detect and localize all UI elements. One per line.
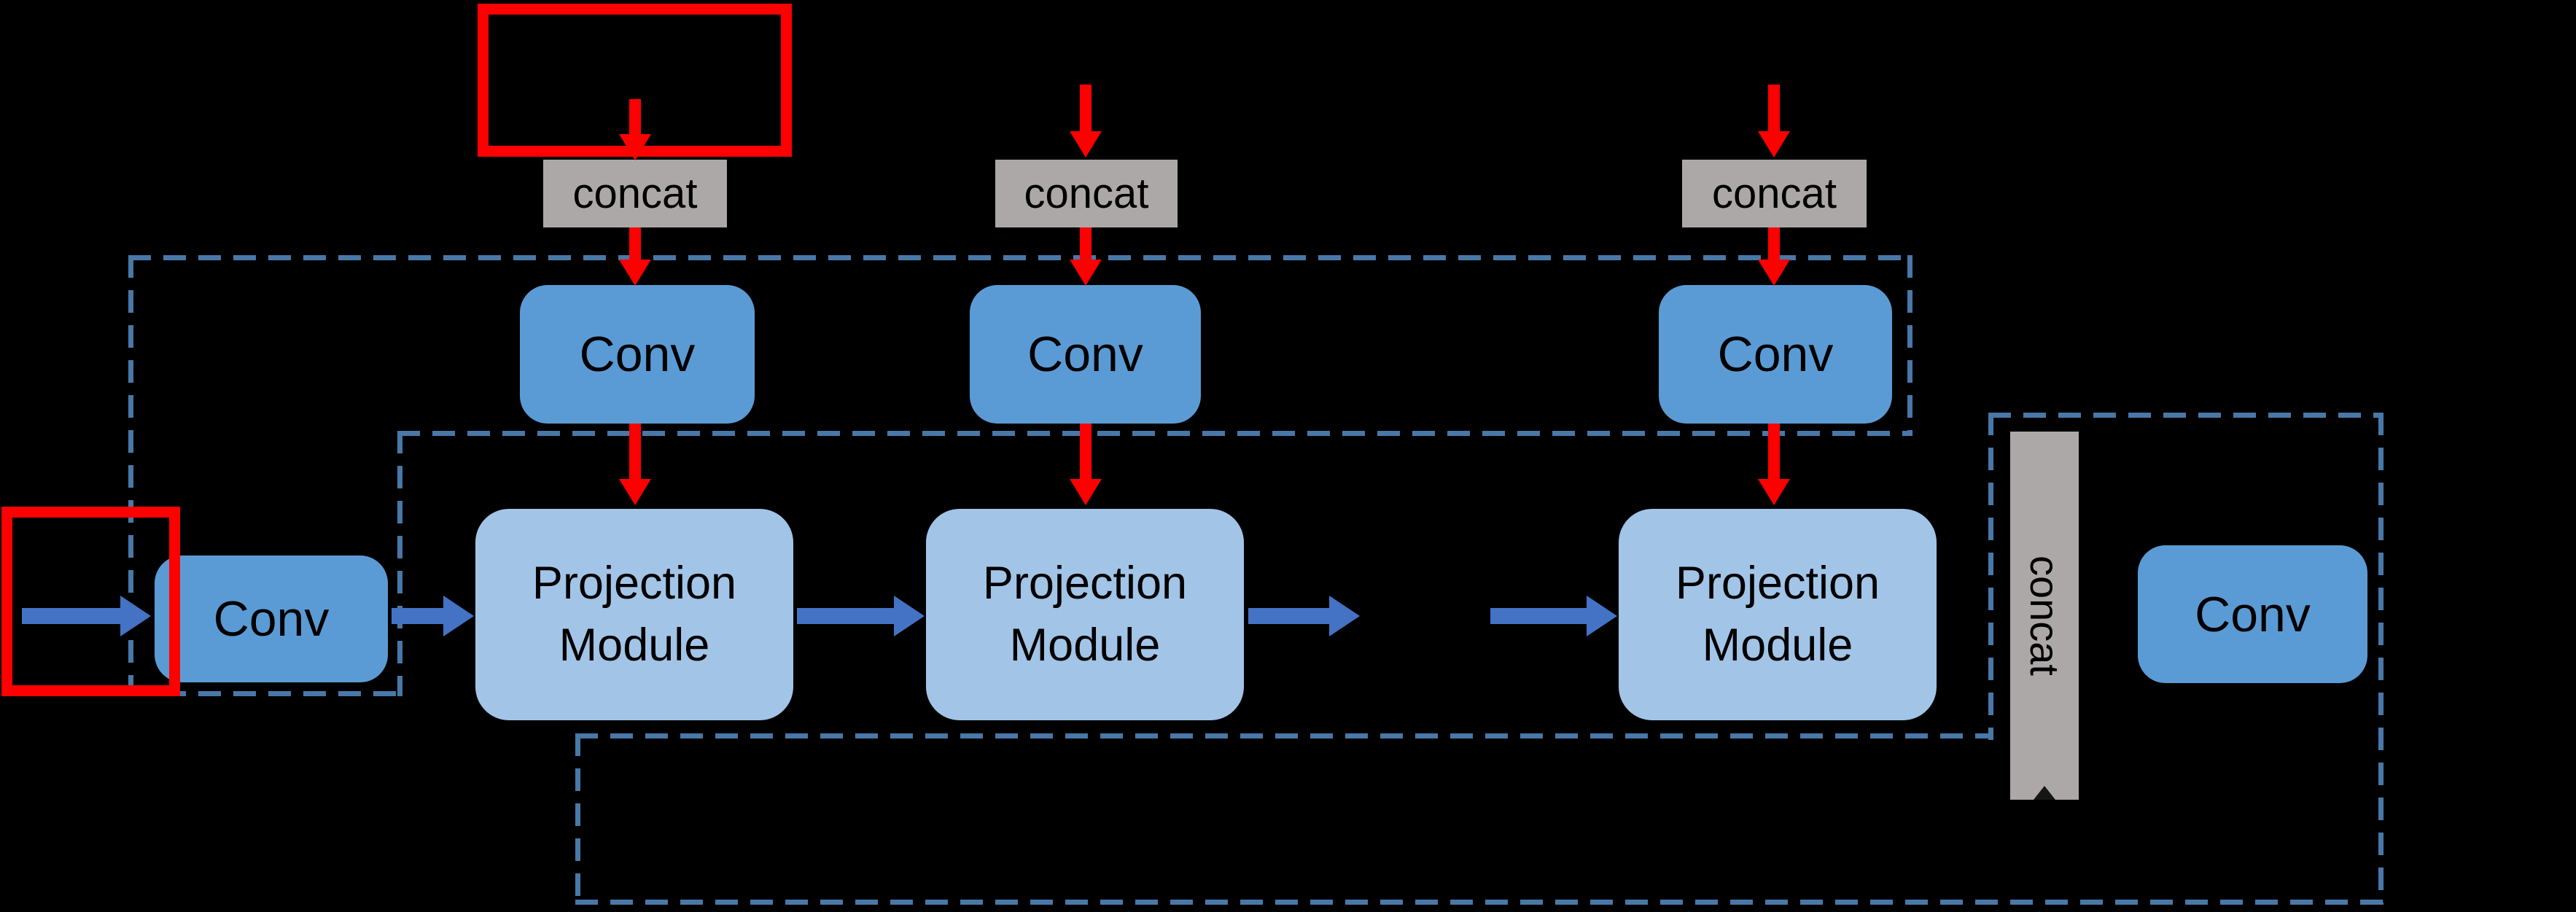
red-arrow-concat1-conv1-shaft xyxy=(629,227,641,261)
blue-arrow-pm2-out-shaft xyxy=(1248,608,1329,624)
red-arrow-conv3-pm3-shaft xyxy=(1768,424,1780,480)
red-arrow-concat3-conv3-shaft xyxy=(1768,227,1780,261)
dashed-region2-bottom-edge xyxy=(575,900,2384,905)
blue-arrow-conv-pm1-shaft xyxy=(392,608,443,624)
blue-arrow-conv-pm1-head xyxy=(443,596,474,636)
top-conv-box-1-label: Conv xyxy=(579,327,696,382)
red-arrow-input3-shaft xyxy=(1768,85,1780,133)
concat-box-2-label: concat xyxy=(1024,169,1149,217)
red-arrow-concat2-conv2-head xyxy=(1070,260,1102,286)
red-arrow-input1-head xyxy=(619,134,651,160)
red-arrow-conv1-pm1-head xyxy=(619,479,651,505)
concat-box-3-label: concat xyxy=(1712,169,1837,217)
red-arrow-conv3-pm3-head xyxy=(1758,479,1790,505)
backbone-conv-box: Conv xyxy=(155,556,388,682)
red-arrow-concat3-conv3-head xyxy=(1758,260,1790,286)
dashed-region1-step-left-edge xyxy=(397,431,402,696)
concat-box-2: concat xyxy=(995,160,1178,227)
up-arrowhead-notch xyxy=(2034,786,2055,800)
red-arrow-conv2-pm2-head xyxy=(1070,479,1102,505)
concat-bar: concat xyxy=(2010,432,2079,800)
top-conv-box-3: Conv xyxy=(1659,285,1892,424)
concat-box-3: concat xyxy=(1682,160,1867,227)
dashed-region2-strip-top-edge xyxy=(575,733,1988,738)
blue-arrow-pm1-pm2-head xyxy=(894,596,925,636)
red-arrow-input3-head xyxy=(1758,131,1790,157)
concat-box-1-label: concat xyxy=(572,169,698,217)
concat-box-1: concat xyxy=(543,160,727,227)
red-arrow-concat1-conv1-head xyxy=(619,260,651,286)
red-arrow-input2-head xyxy=(1070,131,1102,157)
top-conv-box-3-label: Conv xyxy=(1717,327,1834,382)
red-arrow-conv2-pm2-shaft xyxy=(1080,424,1092,480)
dashed-region1-step-edge xyxy=(397,431,1912,436)
backbone-conv-box-label: Conv xyxy=(213,591,330,647)
blue-arrow-input-head xyxy=(120,596,151,636)
red-arrow-input1-shaft xyxy=(629,99,641,136)
blue-arrow-input-shaft xyxy=(22,608,120,624)
output-conv-box-label: Conv xyxy=(2195,586,2311,642)
dashed-region2-right-top-edge xyxy=(1988,413,2384,418)
dashed-region2-right-edge xyxy=(2378,413,2384,905)
dashed-region2-block-left-edge xyxy=(1988,413,1993,740)
blue-arrow-pm2-out-head xyxy=(1329,596,1360,636)
blue-arrow-pm1-pm2-shaft xyxy=(797,608,894,624)
top-conv-box-1: Conv xyxy=(520,285,755,424)
dashed-region1-bottom-edge xyxy=(128,691,402,696)
dashed-region1-left-edge xyxy=(128,255,133,696)
output-conv-box: Conv xyxy=(2138,545,2367,683)
input-red-box-left xyxy=(1,507,180,696)
top-conv-box-2-label: Conv xyxy=(1027,327,1143,382)
red-arrow-input2-shaft xyxy=(1080,85,1092,133)
blue-arrow-in-pm3-shaft xyxy=(1490,608,1587,624)
blue-arrow-in-pm3-head xyxy=(1587,596,1617,636)
concat-bar-label: concat xyxy=(2022,556,2068,676)
red-arrow-conv1-pm1-shaft xyxy=(629,424,641,480)
top-conv-box-2: Conv xyxy=(970,285,1201,424)
red-arrow-concat2-conv2-shaft xyxy=(1080,227,1092,261)
dashed-region2-left-edge xyxy=(575,733,580,905)
dashed-region1-top-edge xyxy=(128,255,1912,260)
dashed-region1-right-edge xyxy=(1907,255,1912,436)
